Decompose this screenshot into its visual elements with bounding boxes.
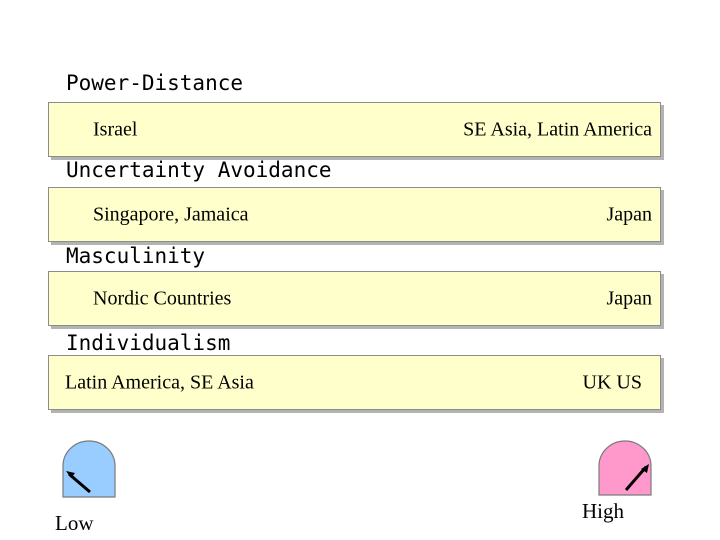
dimension-title-masculinity: Masculinity — [66, 244, 206, 268]
high-example-label: UK US — [582, 371, 642, 393]
low-gauge-icon — [62, 440, 116, 498]
high-example-label: SE Asia, Latin America — [463, 118, 652, 140]
low-example-label: Israel — [93, 118, 138, 140]
dimension-bar-uncertainty-avoidance: Singapore, Jamaica Japan — [48, 187, 661, 242]
dimension-title-uncertainty-avoidance: Uncertainty Avoidance — [66, 158, 332, 182]
low-scale-label: Low — [55, 511, 94, 535]
low-example-label: Singapore, Jamaica — [93, 203, 249, 225]
high-example-label: Japan — [606, 287, 652, 309]
low-example-label: Latin America, SE Asia — [65, 371, 254, 393]
dimension-bar-power-distance: Israel SE Asia, Latin America — [48, 102, 661, 157]
high-gauge-icon — [598, 440, 652, 496]
dimension-title-individualism: Individualism — [66, 331, 231, 355]
dimension-title-power-distance: Power-Distance — [66, 71, 244, 95]
low-example-label: Nordic Countries — [93, 287, 232, 309]
dimension-bar-masculinity: Nordic Countries Japan — [48, 271, 661, 326]
dimension-bar-individualism: Latin America, SE Asia UK US — [48, 355, 661, 410]
high-scale-label: High — [582, 499, 624, 523]
high-example-label: Japan — [606, 203, 652, 225]
